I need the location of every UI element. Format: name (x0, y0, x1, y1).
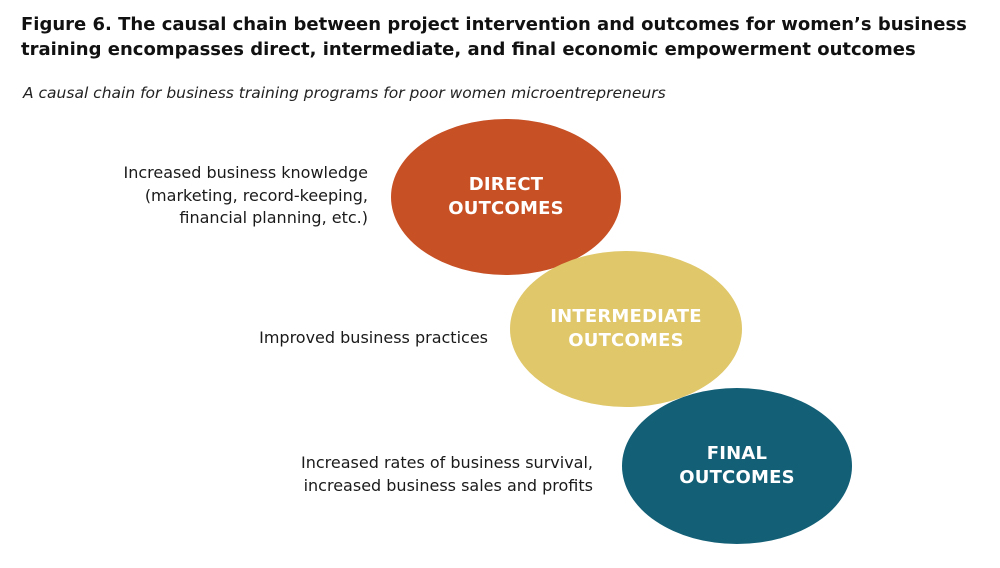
intermediate-outcomes-description: Improved business practices (259, 327, 488, 350)
description-line: Improved business practices (259, 328, 488, 347)
figure-title: Figure 6. The causal chain between proje… (21, 12, 991, 62)
ellipse-label-line: OUTCOMES (568, 330, 684, 351)
ellipse-label-line: OUTCOMES (679, 467, 795, 488)
ellipse-label-line: OUTCOMES (448, 198, 564, 219)
intermediate-outcomes-ellipse: INTERMEDIATE OUTCOMES (510, 251, 742, 407)
description-line: (marketing, record-keeping, (144, 185, 368, 205)
ellipse-label-line: DIRECT (468, 174, 544, 195)
description-line: financial planning, etc.) (179, 208, 368, 227)
figure-title-line: training encompasses direct, intermediat… (21, 39, 916, 60)
final-outcomes-ellipse: FINAL OUTCOMES (622, 388, 852, 544)
ellipse-label-line: FINAL (706, 443, 768, 464)
description-line: Increased rates of business survival, (301, 453, 593, 472)
direct-outcomes-description: Increased business knowledge (marketing,… (124, 162, 369, 230)
figure-subtitle: A causal chain for business training pro… (23, 84, 666, 102)
figure-title-line: Figure 6. The causal chain between proje… (21, 14, 967, 35)
description-line: Increased business knowledge (123, 163, 369, 182)
final-outcomes-description: Increased rates of business survival, in… (301, 452, 593, 497)
ellipse-label-line: INTERMEDIATE (550, 306, 702, 327)
description-line: increased business sales and profits (303, 475, 593, 495)
direct-outcomes-ellipse: DIRECT OUTCOMES (391, 119, 621, 275)
